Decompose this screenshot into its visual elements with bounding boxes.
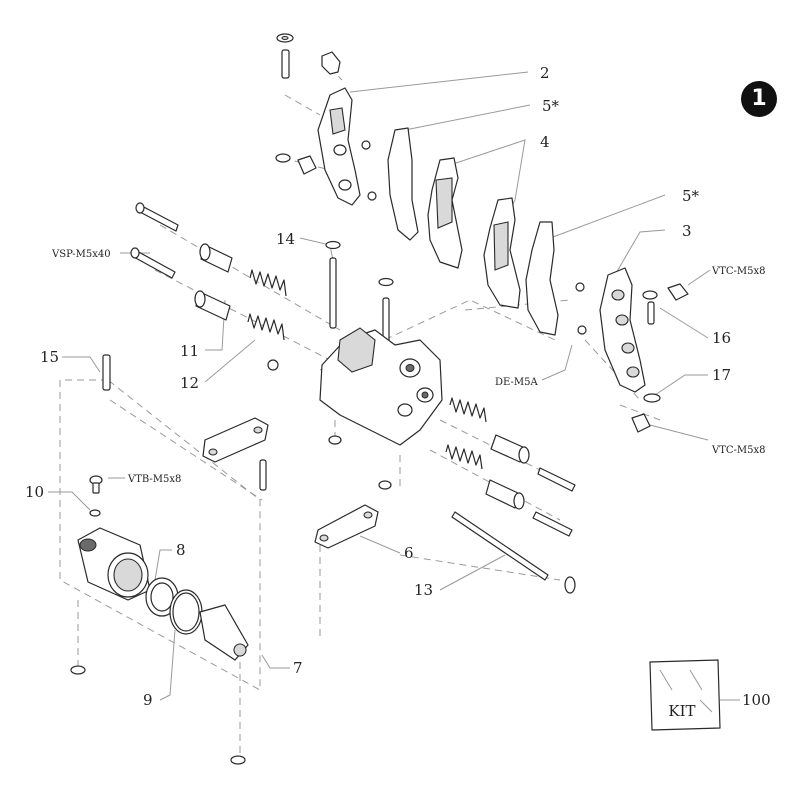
kit-box: KIT — [649, 659, 721, 731]
link-plates-part-6 — [202, 417, 379, 549]
left-pin-and-screw — [89, 354, 111, 517]
springs-part-12 — [247, 269, 287, 371]
label-2: 2 — [540, 64, 550, 82]
label-vtc-m5x8-bottom: VTC-M5x8 — [711, 445, 766, 456]
label-vsp-m5x40: VSP-M5x40 — [51, 249, 111, 260]
label-5-star-right: 5* — [682, 187, 700, 205]
main-housing — [319, 327, 443, 490]
right-springs-bushings — [445, 397, 576, 537]
label-100: 100 — [742, 691, 771, 709]
cylinder-assembly — [77, 527, 249, 661]
label-3: 3 — [682, 222, 692, 240]
rod-part-13 — [451, 511, 576, 594]
jaw-segments — [387, 127, 559, 336]
label-13: 13 — [414, 581, 433, 599]
label-11: 11 — [180, 342, 199, 360]
label-10: 10 — [25, 483, 44, 501]
leader-lines — [48, 71, 740, 701]
diagram-number-badge: 1 — [741, 81, 777, 117]
label-17: 17 — [712, 366, 731, 384]
top-screw-set — [275, 33, 341, 175]
bracket-part-3 — [575, 267, 646, 393]
label-14: 14 — [276, 230, 295, 248]
kit-label: KIT — [668, 702, 695, 720]
label-vtc-m5x8-top: VTC-M5x8 — [711, 266, 766, 277]
label-7: 7 — [293, 659, 303, 677]
bushings-part-11 — [194, 243, 233, 321]
label-de-m5a: DE-M5A — [495, 377, 538, 388]
bottom-washers — [70, 665, 246, 765]
label-6: 6 — [404, 544, 414, 562]
label-5-star-top: 5* — [542, 97, 560, 115]
label-8: 8 — [176, 541, 186, 559]
label-12: 12 — [180, 374, 199, 392]
bracket-part-2 — [317, 87, 377, 206]
right-screw-set — [631, 283, 689, 433]
label-16: 16 — [712, 329, 731, 347]
label-15: 15 — [40, 348, 59, 366]
callout-labels: 2 5* 4 5* 3 14 VSP-M5x40 11 12 15 VTB-M5… — [25, 64, 771, 709]
label-9: 9 — [143, 691, 153, 709]
label-4: 4 — [540, 133, 550, 151]
label-vtb-m5x8: VTB-M5x8 — [127, 474, 181, 485]
long-screws-left — [130, 202, 179, 279]
